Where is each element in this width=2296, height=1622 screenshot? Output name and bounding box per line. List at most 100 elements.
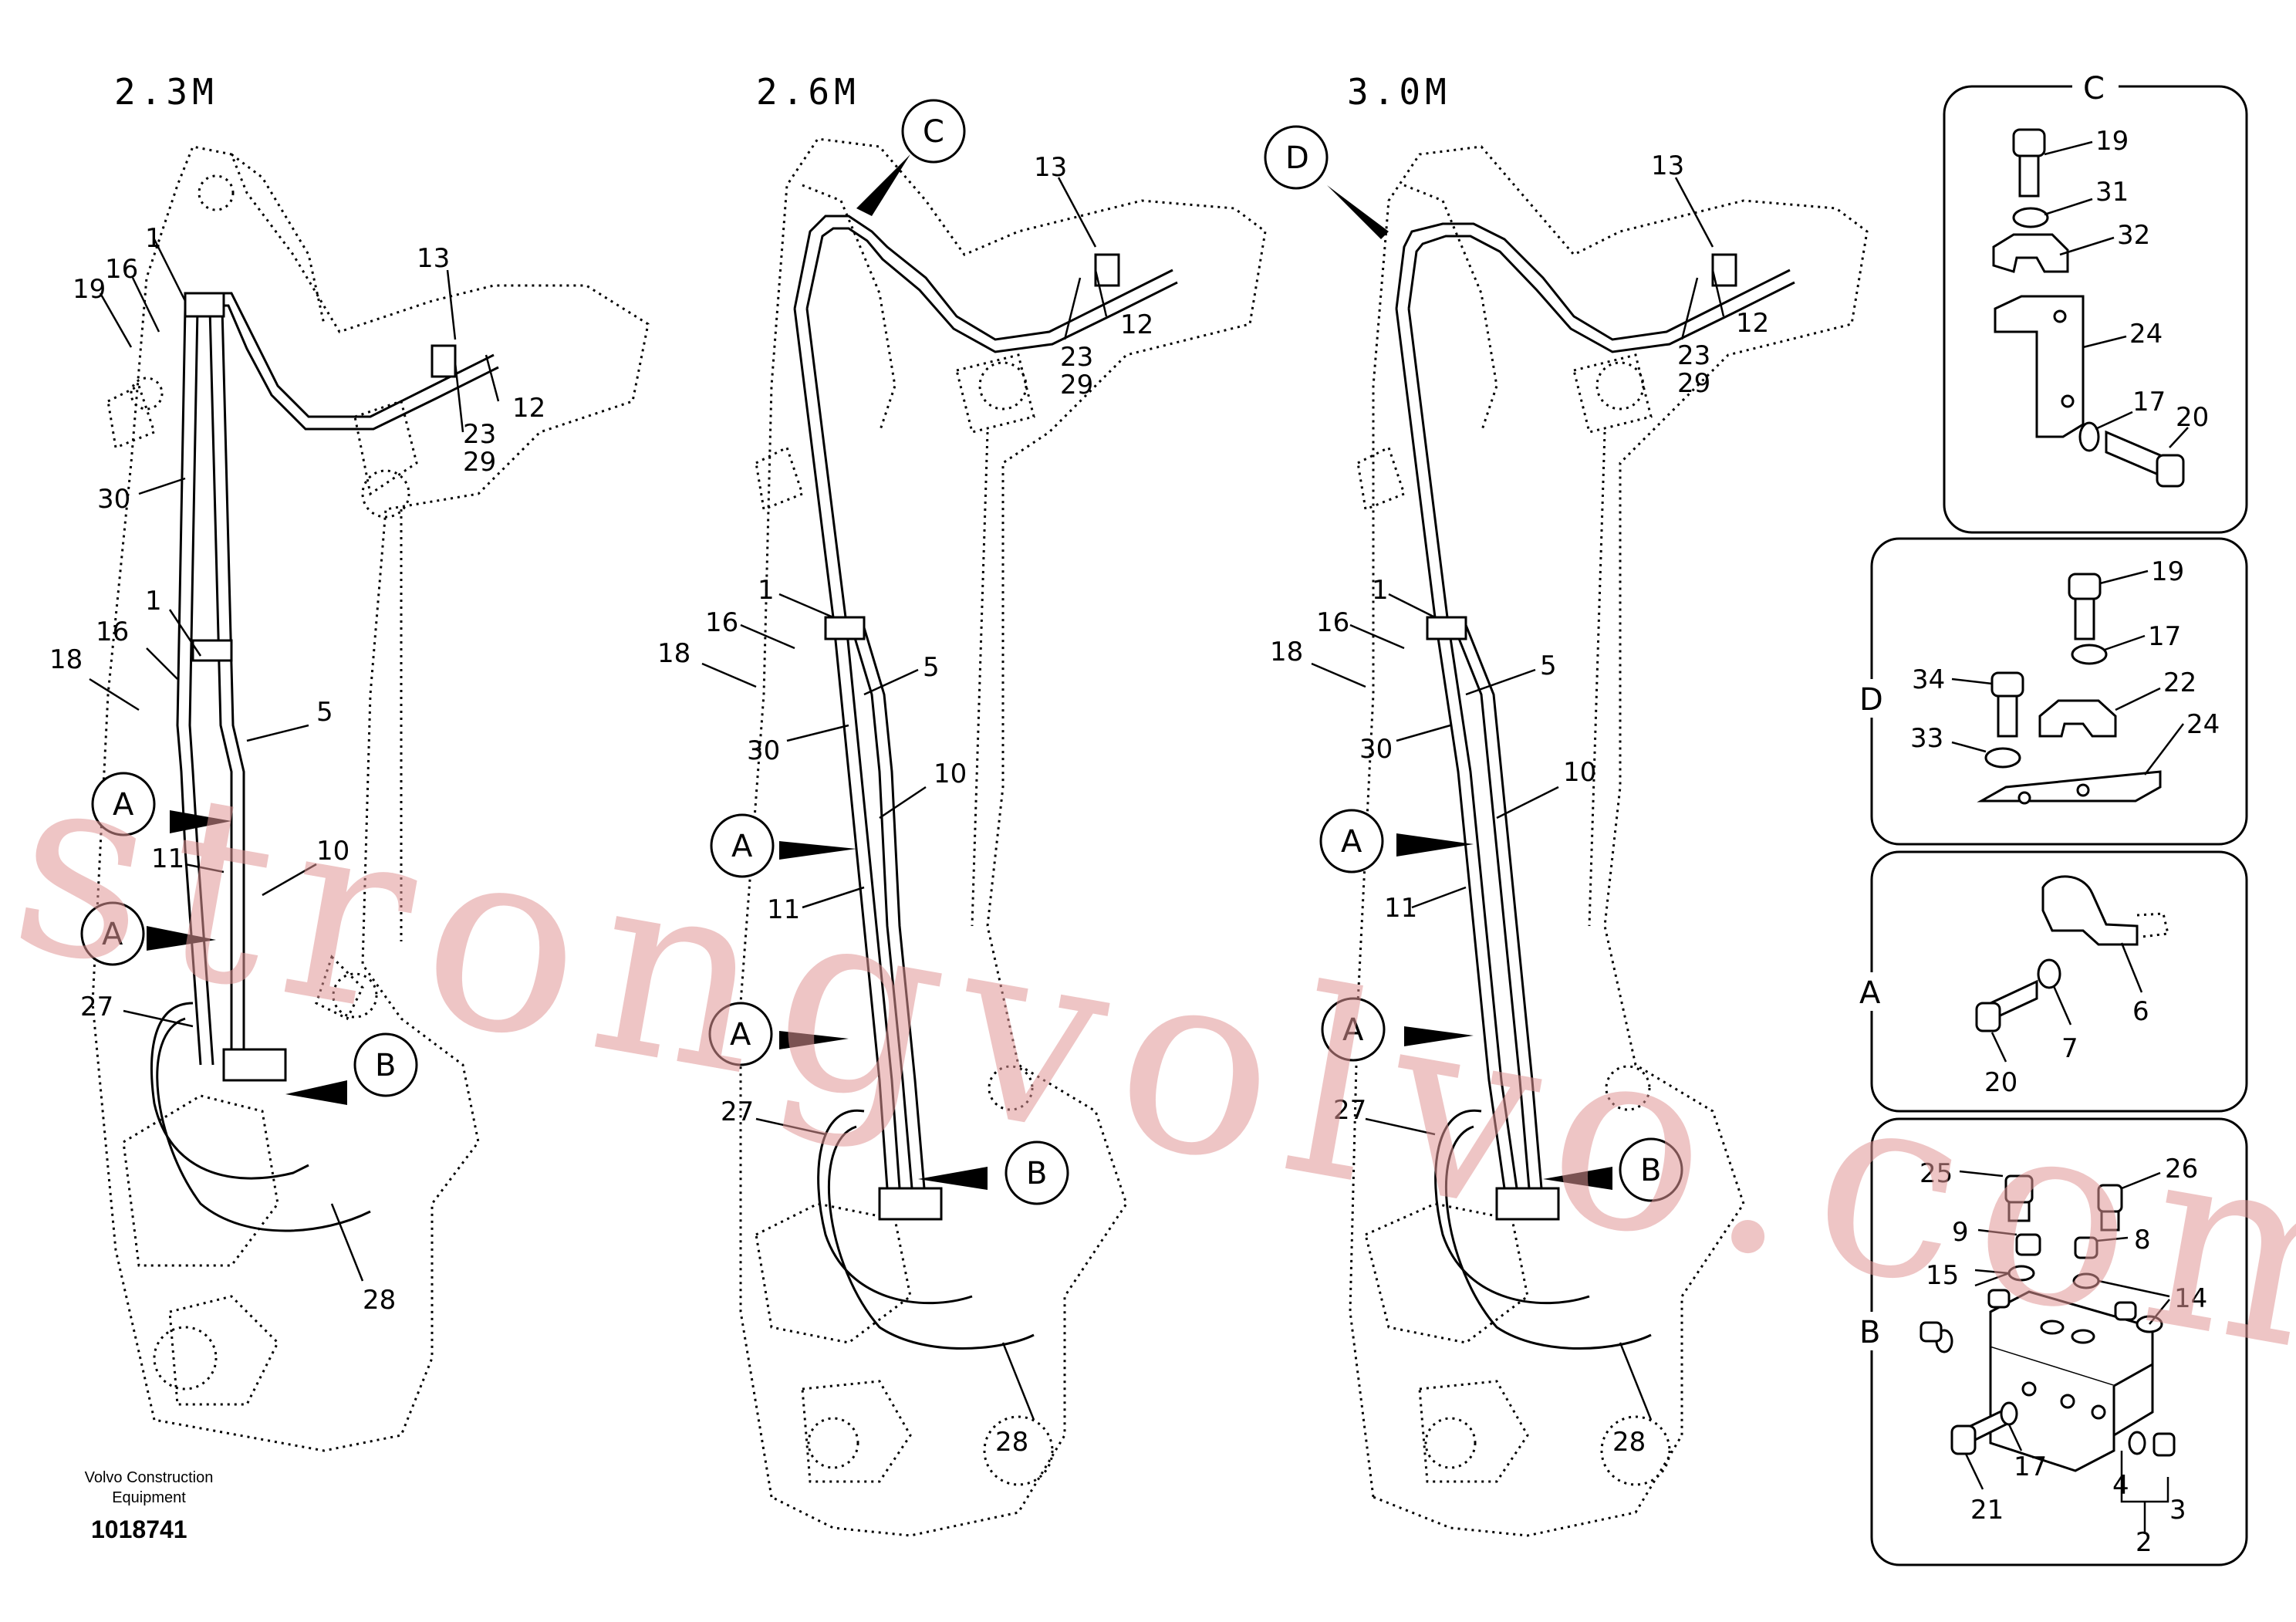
callout-label: A bbox=[730, 1017, 751, 1053]
callout-label: 26 bbox=[2165, 1154, 2198, 1184]
detail-d-panel: D 19 17 34 22 33 24 bbox=[1855, 537, 2248, 846]
callout-label: 19 bbox=[2095, 126, 2129, 157]
callout-label: 23 bbox=[1677, 340, 1710, 371]
callout-label: 11 bbox=[767, 894, 800, 925]
brand-name: Volvo Construction Equipment bbox=[45, 1468, 253, 1508]
callout-label: 30 bbox=[1359, 734, 1393, 765]
detail-ref-b bbox=[1004, 1140, 1069, 1205]
callout-label: B bbox=[1026, 1156, 1047, 1191]
callout-label: 27 bbox=[1333, 1095, 1366, 1126]
view-3-0m: D 13 12 23 29 1 16 18 5 30 10 A 11 A 27 … bbox=[1264, 125, 1869, 1537]
detail-ref-d bbox=[1264, 125, 1329, 190]
callout-label: 20 bbox=[2176, 402, 2209, 433]
callout-label: 10 bbox=[1563, 757, 1596, 788]
callout-label: 3 bbox=[2169, 1495, 2186, 1526]
callout-label: 19 bbox=[2151, 556, 2184, 587]
callout-label: 16 bbox=[96, 617, 129, 647]
callout-label: 1 bbox=[145, 586, 162, 617]
callout-label: 12 bbox=[1736, 308, 1769, 339]
callout-label: 14 bbox=[2174, 1283, 2207, 1314]
callout-label: 23 bbox=[463, 419, 496, 450]
detail-c-panel: C 19 31 32 24 17 20 bbox=[1943, 68, 2248, 534]
callout-label: 8 bbox=[2134, 1225, 2151, 1255]
callout-label: 29 bbox=[1677, 368, 1710, 399]
detail-ref-a bbox=[710, 813, 775, 878]
callout-label: 16 bbox=[705, 607, 738, 638]
callout-label: 28 bbox=[363, 1285, 396, 1316]
callout-label: 10 bbox=[316, 836, 349, 867]
callout-label: 33 bbox=[1910, 723, 1943, 754]
callout-label: A bbox=[1341, 824, 1362, 860]
part-number: 1018741 bbox=[91, 1516, 187, 1543]
detail-ref-a bbox=[80, 901, 145, 966]
callout-label: C bbox=[923, 114, 944, 150]
detail-ref-b bbox=[353, 1032, 418, 1097]
callout-label: A bbox=[1342, 1012, 1364, 1048]
callout-label: 28 bbox=[995, 1427, 1028, 1458]
view-title-2-6m: 2.6M bbox=[756, 71, 860, 113]
callout-label: 1 bbox=[758, 575, 775, 606]
callout-label: 13 bbox=[1034, 152, 1067, 183]
view-title-2-3m: 2.3M bbox=[114, 71, 218, 113]
callout-label: 9 bbox=[1952, 1217, 1969, 1248]
detail-ref-c bbox=[901, 99, 966, 164]
callout-label: 25 bbox=[1920, 1158, 1953, 1189]
callout-label: 18 bbox=[657, 638, 690, 669]
callout-label: 1 bbox=[1372, 575, 1389, 606]
callout-label: B bbox=[375, 1048, 396, 1083]
callout-label: 5 bbox=[1540, 650, 1557, 681]
callout-label: A bbox=[113, 787, 134, 823]
callout-label: 18 bbox=[49, 644, 83, 675]
callout-label: 17 bbox=[2148, 621, 2181, 652]
callout-label: 34 bbox=[1912, 664, 1945, 695]
view-title-3-0m: 3.0M bbox=[1347, 71, 1451, 113]
callout-label: D bbox=[1285, 140, 1309, 176]
view-2-3m: 1 16 19 13 12 23 29 30 1 16 18 5 A 11 10… bbox=[49, 145, 650, 1452]
callout-label: 28 bbox=[1612, 1427, 1646, 1458]
callout-label: A bbox=[731, 829, 753, 864]
callout-label: 2 bbox=[2136, 1527, 2152, 1558]
callout-label: 4 bbox=[2112, 1470, 2129, 1501]
callout-label: 32 bbox=[2117, 220, 2150, 251]
callout-label: 12 bbox=[1120, 309, 1153, 340]
detail-a-panel: A 6 7 20 bbox=[1855, 850, 2248, 1113]
callout-label: 24 bbox=[2186, 709, 2220, 740]
callout-label: 30 bbox=[97, 484, 130, 515]
callout-label: 15 bbox=[1926, 1260, 1959, 1291]
callout-label: B bbox=[1640, 1153, 1661, 1188]
callout-label: 16 bbox=[105, 254, 138, 285]
brand-line-1: Volvo Construction bbox=[84, 1469, 214, 1486]
callout-label: 29 bbox=[1060, 370, 1093, 400]
callout-label: 17 bbox=[2132, 387, 2166, 417]
detail-letter-c: C bbox=[2083, 71, 2105, 106]
callout-label: 29 bbox=[463, 447, 496, 478]
detail-letter-a: A bbox=[1859, 975, 1881, 1011]
callout-label: 7 bbox=[2061, 1033, 2078, 1064]
callout-label: 19 bbox=[73, 274, 106, 305]
detail-letter-d: D bbox=[1859, 682, 1883, 718]
callout-label: 30 bbox=[747, 735, 780, 766]
callout-label: 13 bbox=[417, 243, 450, 274]
callout-label: 11 bbox=[1384, 893, 1417, 924]
callout-label: 20 bbox=[1984, 1067, 2017, 1098]
detail-ref-a bbox=[708, 1002, 773, 1066]
callout-label: 18 bbox=[1270, 637, 1303, 667]
callout-label: 5 bbox=[316, 697, 333, 728]
callout-label: 1 bbox=[145, 223, 162, 254]
callout-label: 11 bbox=[151, 843, 184, 874]
callout-label: 22 bbox=[2163, 667, 2196, 698]
callout-label: 5 bbox=[923, 652, 940, 683]
view-2-6m: C 13 12 23 29 1 16 18 5 30 10 A 11 A 27 … bbox=[657, 99, 1267, 1537]
brand-line-2: Equipment bbox=[112, 1489, 186, 1506]
callout-label: 10 bbox=[934, 759, 967, 789]
callout-label: 27 bbox=[721, 1097, 754, 1127]
callout-label: 23 bbox=[1060, 342, 1093, 373]
detail-letter-b: B bbox=[1859, 1315, 1880, 1350]
callout-label: 17 bbox=[2014, 1451, 2047, 1482]
callout-label: 16 bbox=[1316, 607, 1349, 638]
detail-ref-a bbox=[1321, 997, 1386, 1062]
callout-label: 21 bbox=[1970, 1495, 2004, 1526]
callout-label: 24 bbox=[2129, 319, 2163, 350]
callout-label: 27 bbox=[80, 992, 113, 1022]
detail-b-panel: B bbox=[1855, 1117, 2248, 1566]
